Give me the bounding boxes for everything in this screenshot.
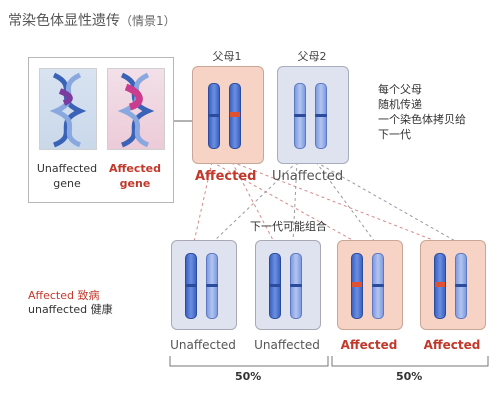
parent2-box: [277, 66, 349, 164]
mutation-marker: [352, 282, 362, 287]
centromere: [185, 284, 197, 287]
mutation-marker: [435, 282, 445, 287]
dashed-line: [315, 161, 376, 243]
chromosome: [315, 83, 327, 149]
parent1-dashed-lines: [193, 161, 439, 243]
note-line: 一个染色体拷贝给: [378, 113, 466, 126]
bracket-right: [331, 356, 489, 367]
offspring-2-status: Unaffected: [254, 338, 320, 352]
chromosome: [269, 253, 281, 319]
mutation-marker: [230, 112, 240, 117]
chromosome: [185, 253, 197, 319]
legend-affected: Affected 致病: [28, 289, 100, 302]
centromere: [290, 284, 302, 287]
centromere: [208, 114, 220, 117]
offspring-3-status: Affected: [340, 338, 398, 352]
next-generation-label: 下一代可能组合: [250, 220, 327, 233]
chromosome-affected: [434, 253, 446, 319]
affected-gene-label: Affected gene: [103, 161, 167, 191]
parent2-status: Unaffected: [272, 169, 344, 184]
chromosome-affected: [229, 83, 241, 149]
dna-icon: [117, 72, 155, 148]
legend: Affected 致病 unaffected 健康: [28, 289, 113, 317]
centromere: [455, 284, 467, 287]
centromere: [315, 114, 327, 117]
dashed-line: [231, 161, 439, 243]
legend-unaffected: unaffected 健康: [28, 303, 113, 316]
dna-icon: [49, 72, 87, 148]
dashed-line: [292, 161, 298, 243]
offspring-box-2: [255, 240, 321, 330]
parent1-status: Affected: [195, 169, 257, 184]
centromere: [294, 114, 306, 117]
inheritance-note: 每个父母 随机传递 一个染色体拷贝给 下一代: [378, 82, 466, 142]
dashed-line: [212, 161, 298, 243]
offspring-4-status: Affected: [423, 338, 481, 352]
dashed-line: [193, 161, 213, 243]
note-line: 随机传递: [378, 98, 422, 111]
label-line: gene: [119, 177, 151, 190]
parent1-label: 父母1: [212, 50, 242, 63]
percentage-left: 50%: [235, 370, 262, 383]
offspring-1-status: Unaffected: [170, 338, 236, 352]
parent2-label: 父母2: [297, 50, 327, 63]
title-text: 常染色体显性遗传: [8, 13, 120, 29]
offspring-box-3: [337, 240, 403, 330]
label-line: gene: [53, 177, 81, 190]
chromosome: [372, 253, 384, 319]
label-line: Affected: [109, 162, 161, 175]
note-line: 下一代: [378, 128, 411, 141]
centromere: [372, 284, 384, 287]
bracket-left: [169, 356, 329, 367]
affected-gene-image: [107, 68, 165, 150]
diagram-title: 常染色体显性遗传（情景1）: [8, 10, 176, 30]
centromere: [206, 284, 218, 287]
percentage-right: 50%: [396, 370, 423, 383]
gene-inset: Unaffected gene Affected gene: [28, 57, 174, 203]
unaffected-gene-image: [39, 68, 97, 150]
offspring-box-1: [171, 240, 237, 330]
chromosome-affected: [351, 253, 363, 319]
chromosome: [290, 253, 302, 319]
chromosome: [208, 83, 220, 149]
unaffected-gene-label: Unaffected gene: [35, 161, 99, 191]
chromosome: [206, 253, 218, 319]
label-line: Unaffected: [36, 162, 98, 175]
parent1-box: [192, 66, 264, 164]
chromosome: [455, 253, 467, 319]
parent2-dashed-lines: [212, 161, 458, 243]
centromere: [269, 284, 281, 287]
title-subtitle: （情景1）: [120, 14, 176, 28]
percentage-brackets: [169, 356, 489, 367]
chromosome: [294, 83, 306, 149]
note-line: 每个父母: [378, 83, 422, 96]
offspring-box-4: [420, 240, 486, 330]
